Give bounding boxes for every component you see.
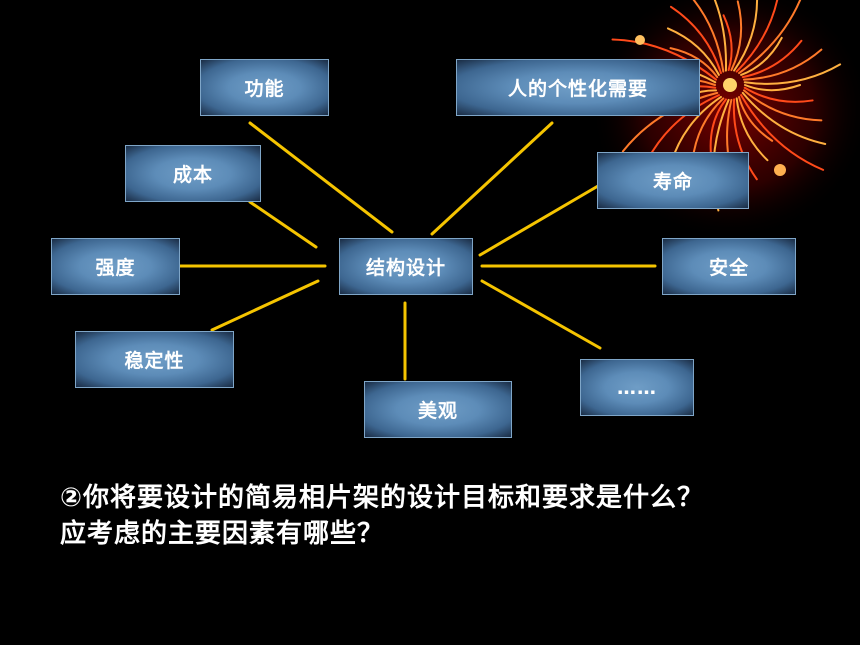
question-text: ②你将要设计的简易相片架的设计目标和要求是什么？ 应考虑的主要因素有哪些？ [60,480,704,552]
link-cost [248,200,318,249]
firework-ray [740,36,783,76]
link-function [248,121,394,234]
firework-ray [733,0,759,72]
node-appearance: 美观 [364,381,512,438]
firework-ray [669,47,719,79]
node-more: …… [580,359,694,416]
link-stability [210,279,320,332]
firework-ray [738,0,802,75]
question-line-2: 应考虑的主要因素有哪些？ [60,519,385,549]
firework-ray [741,39,803,79]
firework-ray [722,14,733,72]
firework-ray [709,98,727,154]
firework-ray [740,94,825,171]
link-personal-needs [430,121,554,236]
firework-ray [692,0,725,73]
firework-ray [666,27,720,76]
firework-ray [611,38,718,81]
node-center: 结构设计 [339,238,473,295]
firework-ray [646,94,720,162]
question-line-1: ②你将要设计的简易相片架的设计目标和要求是什么？ [60,483,705,513]
firework-ray [743,86,814,103]
firework-ray [732,98,758,181]
node-cost: 成本 [125,145,261,202]
firework-ray [743,63,842,85]
firework-ray [735,97,769,162]
node-safety: 安全 [662,238,796,295]
firework-ray [744,84,801,92]
node-lifespan: 寿命 [597,152,749,209]
firework-ray [742,89,823,122]
firework-ray [741,91,827,145]
firework-ray [713,0,727,72]
firework-ray [742,48,823,81]
firework-ray [735,0,779,73]
firework-ray [730,0,743,72]
node-stability: 稳定性 [75,331,234,388]
node-strength: 强度 [51,238,180,295]
link-more [480,279,602,350]
firework-ray [738,95,774,142]
node-personal-needs: 人的个性化需要 [456,59,700,116]
node-function: 功能 [200,59,329,116]
link-lifespan [478,184,600,257]
firework-ray [669,5,722,75]
